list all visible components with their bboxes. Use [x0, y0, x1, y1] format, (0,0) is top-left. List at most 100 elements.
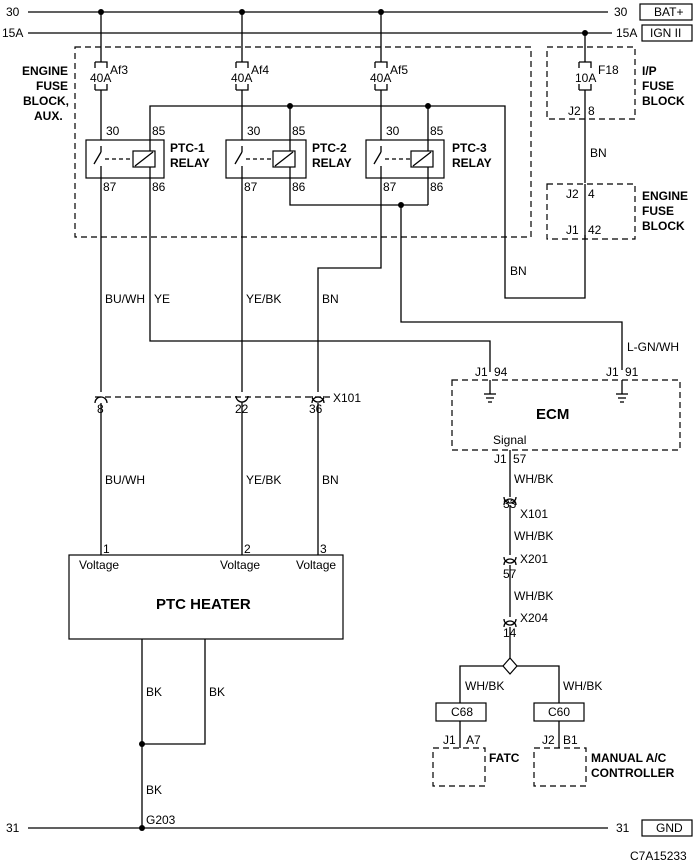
- svg-text:Signal: Signal: [493, 433, 526, 447]
- svg-text:Af5: Af5: [390, 63, 408, 77]
- svg-text:85: 85: [292, 124, 306, 138]
- gnd-rail-number-right: 31: [616, 821, 630, 835]
- svg-text:BN: BN: [322, 292, 339, 306]
- relay-ptc-3: 30 85 87 86 PTC-3 RELAY: [365, 124, 492, 194]
- svg-text:J2: J2: [542, 733, 555, 747]
- svg-text:BLOCK: BLOCK: [642, 219, 685, 233]
- svg-text:Af3: Af3: [110, 63, 128, 77]
- svg-text:85: 85: [152, 124, 166, 138]
- svg-text:L-GN/WH: L-GN/WH: [627, 340, 679, 354]
- svg-text:X101: X101: [520, 507, 548, 521]
- svg-text:BK: BK: [146, 783, 162, 797]
- ip-fuse-block: F18 10A J2 8 I/P FUSE BLOCK BN: [546, 30, 685, 183]
- ign-rail-number-right: 15A: [616, 26, 637, 40]
- svg-text:A7: A7: [466, 733, 481, 747]
- svg-text:MANUAL A/C: MANUAL A/C: [591, 751, 667, 765]
- connector-c60: C60: [533, 702, 585, 748]
- svg-text:RELAY: RELAY: [312, 156, 352, 170]
- svg-text:3: 3: [320, 542, 327, 556]
- svg-text:PTC-3: PTC-3: [452, 141, 487, 155]
- connector-c68: C68: [435, 702, 487, 748]
- svg-text:87: 87: [244, 180, 258, 194]
- svg-text:42: 42: [588, 223, 602, 237]
- svg-text:1: 1: [103, 542, 110, 556]
- svg-text:4: 4: [588, 187, 595, 201]
- svg-text:J1: J1: [494, 452, 507, 466]
- svg-text:J1: J1: [606, 365, 619, 379]
- svg-text:ENGINE: ENGINE: [642, 189, 688, 203]
- svg-text:33: 33: [503, 497, 517, 511]
- svg-text:J1: J1: [475, 365, 488, 379]
- svg-text:40A: 40A: [370, 71, 391, 85]
- svg-text:87: 87: [103, 180, 117, 194]
- svg-text:BK: BK: [146, 685, 162, 699]
- svg-text:87: 87: [383, 180, 397, 194]
- wire-ye: YE: [149, 178, 491, 372]
- ptc-heater-label: PTC HEATER: [156, 596, 251, 613]
- svg-text:Voltage: Voltage: [220, 558, 260, 572]
- ecm-label: ECM: [536, 406, 569, 423]
- svg-text:Af4: Af4: [251, 63, 269, 77]
- svg-text:Voltage: Voltage: [296, 558, 336, 572]
- svg-text:10A: 10A: [575, 71, 596, 85]
- svg-text:CONTROLLER: CONTROLLER: [591, 766, 675, 780]
- aux-fuse-block-label: ENGINE FUSE BLOCK, AUX.: [22, 64, 69, 123]
- svg-text:WH/BK: WH/BK: [514, 529, 553, 543]
- svg-text:BU/WH: BU/WH: [105, 292, 145, 306]
- svg-text:WH/BK: WH/BK: [514, 472, 553, 486]
- wire-bu-wh: BU/WH: [100, 178, 145, 392]
- connector-x101: 8 22 36 X101: [94, 391, 361, 416]
- ign-rail: 15A 15A IGN II: [2, 24, 693, 42]
- svg-text:ENGINE: ENGINE: [22, 64, 68, 78]
- svg-text:86: 86: [292, 180, 306, 194]
- svg-text:36: 36: [309, 402, 323, 416]
- svg-text:30: 30: [247, 124, 261, 138]
- svg-text:40A: 40A: [90, 71, 111, 85]
- wire-bn: BN: [317, 178, 382, 392]
- wire-ye-bk: YE/BK: [241, 178, 281, 392]
- svg-text:RELAY: RELAY: [170, 156, 210, 170]
- svg-text:PTC-2: PTC-2: [312, 141, 347, 155]
- ecm-module: J1 94 J1 91 ECM Signal J1 57: [451, 365, 681, 466]
- svg-text:30: 30: [106, 124, 120, 138]
- svg-text:AUX.: AUX.: [34, 109, 63, 123]
- svg-text:C60: C60: [548, 705, 570, 719]
- bat-rail-number: 30: [6, 5, 20, 19]
- svg-text:BK: BK: [209, 685, 225, 699]
- gnd-label: GND: [656, 821, 683, 835]
- svg-text:X201: X201: [520, 552, 548, 566]
- svg-text:YE/BK: YE/BK: [246, 473, 281, 487]
- svg-text:FUSE: FUSE: [642, 204, 674, 218]
- svg-text:BN: BN: [510, 264, 527, 278]
- bat-label: BAT+: [654, 5, 683, 19]
- svg-text:2: 2: [244, 542, 251, 556]
- diagram-id: C7A15233: [630, 849, 687, 863]
- svg-text:BN: BN: [322, 473, 339, 487]
- relay-86-bus: L-GN/WH: [289, 178, 679, 370]
- svg-text:B1: B1: [563, 733, 578, 747]
- svg-text:WH/BK: WH/BK: [514, 589, 553, 603]
- gnd-rail: 31 G203 31 GND: [6, 813, 693, 837]
- svg-text:X204: X204: [520, 611, 548, 625]
- svg-text:57: 57: [513, 452, 527, 466]
- manual-ac-controller: J2 B1 MANUAL A/C CONTROLLER: [533, 733, 675, 787]
- relay-ptc-2: 30 85 87 86 PTC-2 RELAY: [225, 124, 352, 194]
- fuse-af4: Af4 40A: [231, 9, 269, 160]
- svg-text:J1: J1: [566, 223, 579, 237]
- svg-text:PTC-1: PTC-1: [170, 141, 205, 155]
- relay-85-bus: [149, 103, 586, 299]
- svg-text:8: 8: [588, 104, 595, 118]
- bat-rail: 30 30 BAT+: [6, 3, 693, 21]
- svg-text:J2: J2: [568, 104, 581, 118]
- svg-text:X101: X101: [333, 391, 361, 405]
- svg-text:BLOCK: BLOCK: [642, 94, 685, 108]
- heater-feed-wires: BU/WH YE/BK BN: [100, 402, 339, 555]
- heater-ground-wires: BK BK BK: [139, 639, 225, 828]
- svg-text:85: 85: [430, 124, 444, 138]
- relay-ptc-1: 30 85 87 86 PTC-1 RELAY: [85, 124, 210, 194]
- svg-text:BLOCK,: BLOCK,: [23, 94, 69, 108]
- svg-text:30: 30: [386, 124, 400, 138]
- bat-rail-number-right: 30: [614, 5, 628, 19]
- svg-text:BU/WH: BU/WH: [105, 473, 145, 487]
